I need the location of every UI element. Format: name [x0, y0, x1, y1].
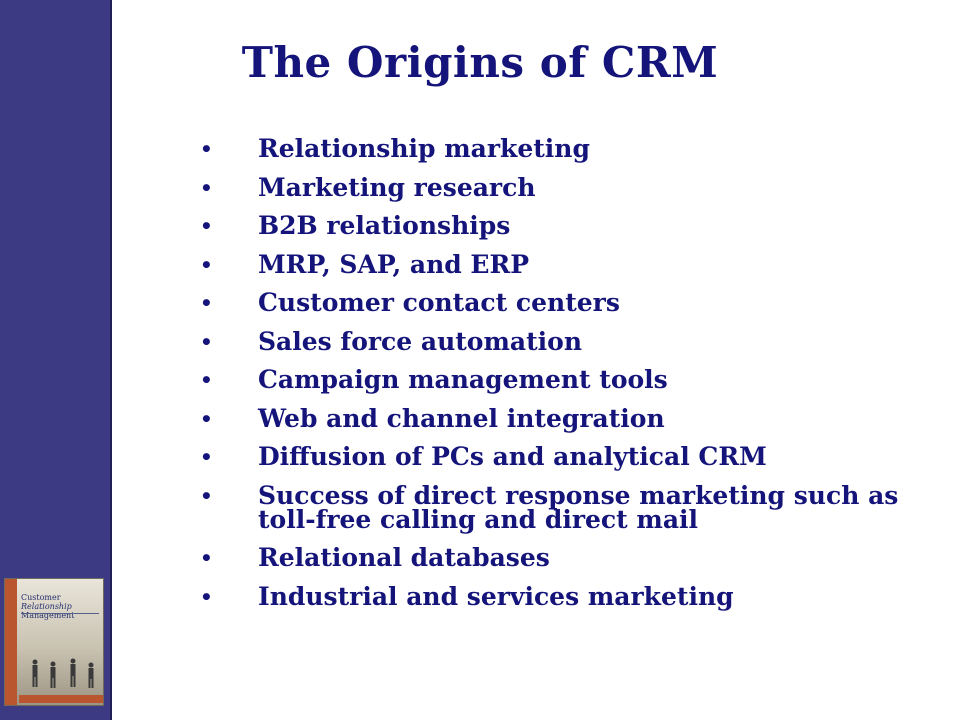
bullet-text: MRP, SAP, and ERP — [258, 249, 530, 279]
bullet-text: Diffusion of PCs and analytical CRM — [258, 442, 767, 471]
book-cover-title: Customer Relationship Management — [21, 593, 103, 620]
book-title-line-3: Management — [21, 611, 75, 620]
bullet-item: • Success of direct response marketing su… — [200, 480, 900, 534]
bullet-icon: • — [200, 546, 213, 570]
book-title-line-2: Relationship — [21, 602, 72, 611]
bullet-text: Industrial and services marketing — [258, 581, 734, 611]
bullet-text: Customer contact centers — [258, 288, 620, 317]
book-title-line-1: Customer — [21, 593, 61, 602]
bullet-text: Marketing research — [258, 172, 536, 202]
bullet-item: • Campaign management tools — [200, 365, 900, 394]
bullet-list: • Relationship marketing • Marketing resear… — [200, 134, 900, 623]
bullet-icon: • — [200, 214, 213, 238]
bullet-text: Relationship marketing — [258, 134, 590, 163]
bullet-icon: • — [200, 406, 213, 431]
bullet-item: • MRP, SAP, and ERP — [200, 249, 900, 279]
bullet-text: Success of direct response marketing suc… — [258, 480, 899, 534]
book-cover-footer-band — [19, 695, 103, 703]
bullet-item: • Marketing research — [200, 172, 900, 202]
bullet-icon: • — [200, 291, 213, 315]
bullet-text: Sales force automation — [258, 326, 583, 356]
bullet-item: • Web and channel integration — [200, 403, 900, 433]
book-spine-band — [5, 579, 17, 705]
bullet-text: B2B relationships — [258, 211, 511, 240]
book-cover-image: Customer Relationship Management — [4, 578, 104, 706]
bullet-item: • Sales force automation — [200, 326, 900, 356]
bullet-icon: • — [200, 584, 213, 609]
bullet-item: • Diffusion of PCs and analytical CRM — [200, 442, 900, 471]
bullet-icon: • — [200, 445, 213, 469]
bullet-item: • B2B relationships — [200, 211, 900, 240]
bullet-item: • Customer contact centers — [200, 288, 900, 317]
bullet-item: • Relational databases — [200, 543, 900, 572]
bullet-text: Relational databases — [258, 543, 550, 572]
bullet-icon: • — [200, 483, 213, 508]
bullet-icon: • — [200, 252, 213, 277]
book-cover-rule — [21, 613, 99, 614]
bullet-item: • Relationship marketing — [200, 134, 900, 163]
bullet-item: • Industrial and services marketing — [200, 581, 900, 611]
bullet-icon: • — [200, 329, 213, 354]
book-cover-figures — [32, 658, 94, 688]
bullet-text: Campaign management tools — [258, 365, 668, 394]
bullet-icon: • — [200, 137, 213, 161]
bullet-icon: • — [200, 175, 213, 200]
bullet-text: Web and channel integration — [258, 403, 665, 433]
slide-title: The Origins of CRM — [241, 38, 719, 87]
bullet-icon: • — [200, 368, 213, 392]
